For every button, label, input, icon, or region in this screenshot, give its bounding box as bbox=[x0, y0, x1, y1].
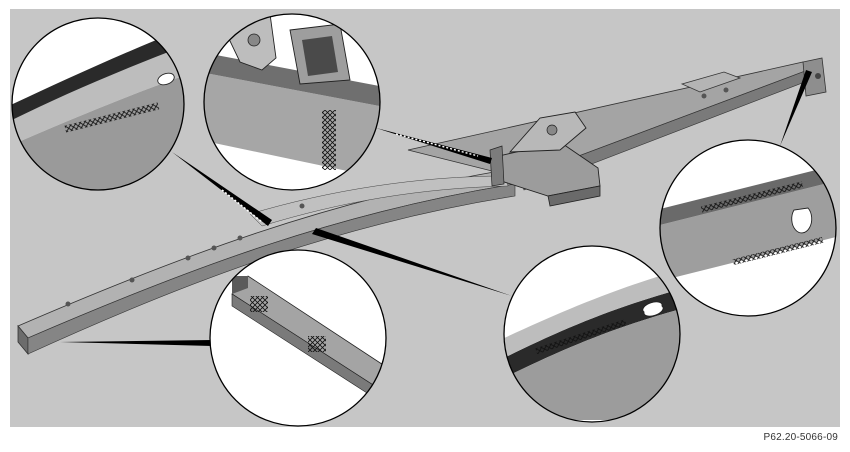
tab-bracket bbox=[680, 71, 742, 93]
weld-seam bbox=[308, 336, 326, 352]
detail-view-bottom-right bbox=[503, 245, 681, 423]
leader-lines bbox=[60, 70, 812, 346]
weld-seam bbox=[535, 319, 627, 355]
figure-reference-code: P62.20-5066-09 bbox=[763, 432, 838, 443]
weld-seam bbox=[64, 102, 160, 133]
weld-seam bbox=[700, 181, 804, 213]
detail-view-right bbox=[659, 139, 837, 317]
frame-assembly bbox=[17, 57, 827, 356]
weld-seam bbox=[322, 110, 336, 170]
weld-seam bbox=[732, 236, 824, 266]
detail-view-bottom-center bbox=[209, 249, 387, 427]
detail-view-top-center bbox=[203, 13, 381, 191]
mounting-holes bbox=[65, 87, 729, 307]
detail-view-top-left bbox=[11, 17, 185, 191]
weld-seam bbox=[250, 296, 268, 312]
